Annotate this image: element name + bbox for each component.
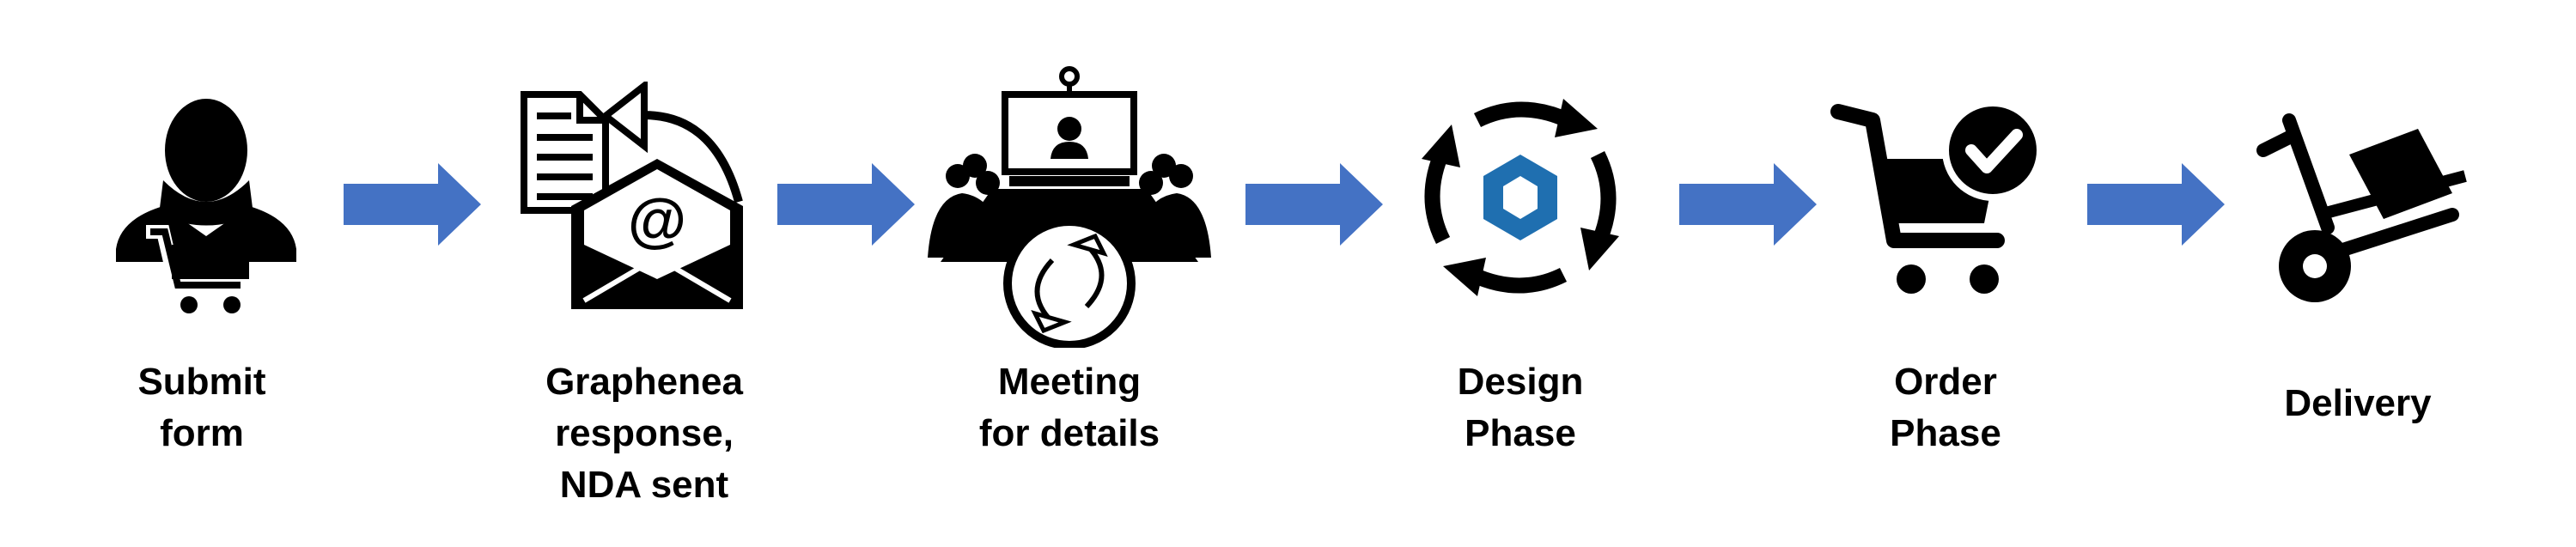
arrow-2-icon [777, 163, 915, 246]
arrow-4-icon [1679, 163, 1817, 246]
user-cart-icon [116, 99, 296, 313]
step-label-submit-form: Submit form [137, 361, 266, 454]
cart-check-icon [1830, 100, 2043, 294]
email-documents-icon: @ [521, 82, 743, 309]
arrow-3-icon [1245, 163, 1383, 246]
step-label-order-phase: Order Phase [1890, 361, 2001, 454]
hand-truck-icon [2256, 113, 2467, 302]
arrow-1-icon [344, 163, 481, 246]
step-label-meeting: Meeting for details [978, 361, 1160, 454]
video-meeting-icon [928, 66, 1211, 348]
step-label-design-phase: Design Phase [1457, 361, 1584, 454]
step-label-graphenea-response: Graphenea response, NDA sent [545, 361, 743, 506]
step-label-delivery: Delivery [2284, 382, 2432, 424]
design-cycle-icon [1422, 99, 1619, 296]
svg-text:@: @ [628, 186, 686, 253]
arrow-5-icon [2087, 163, 2225, 246]
